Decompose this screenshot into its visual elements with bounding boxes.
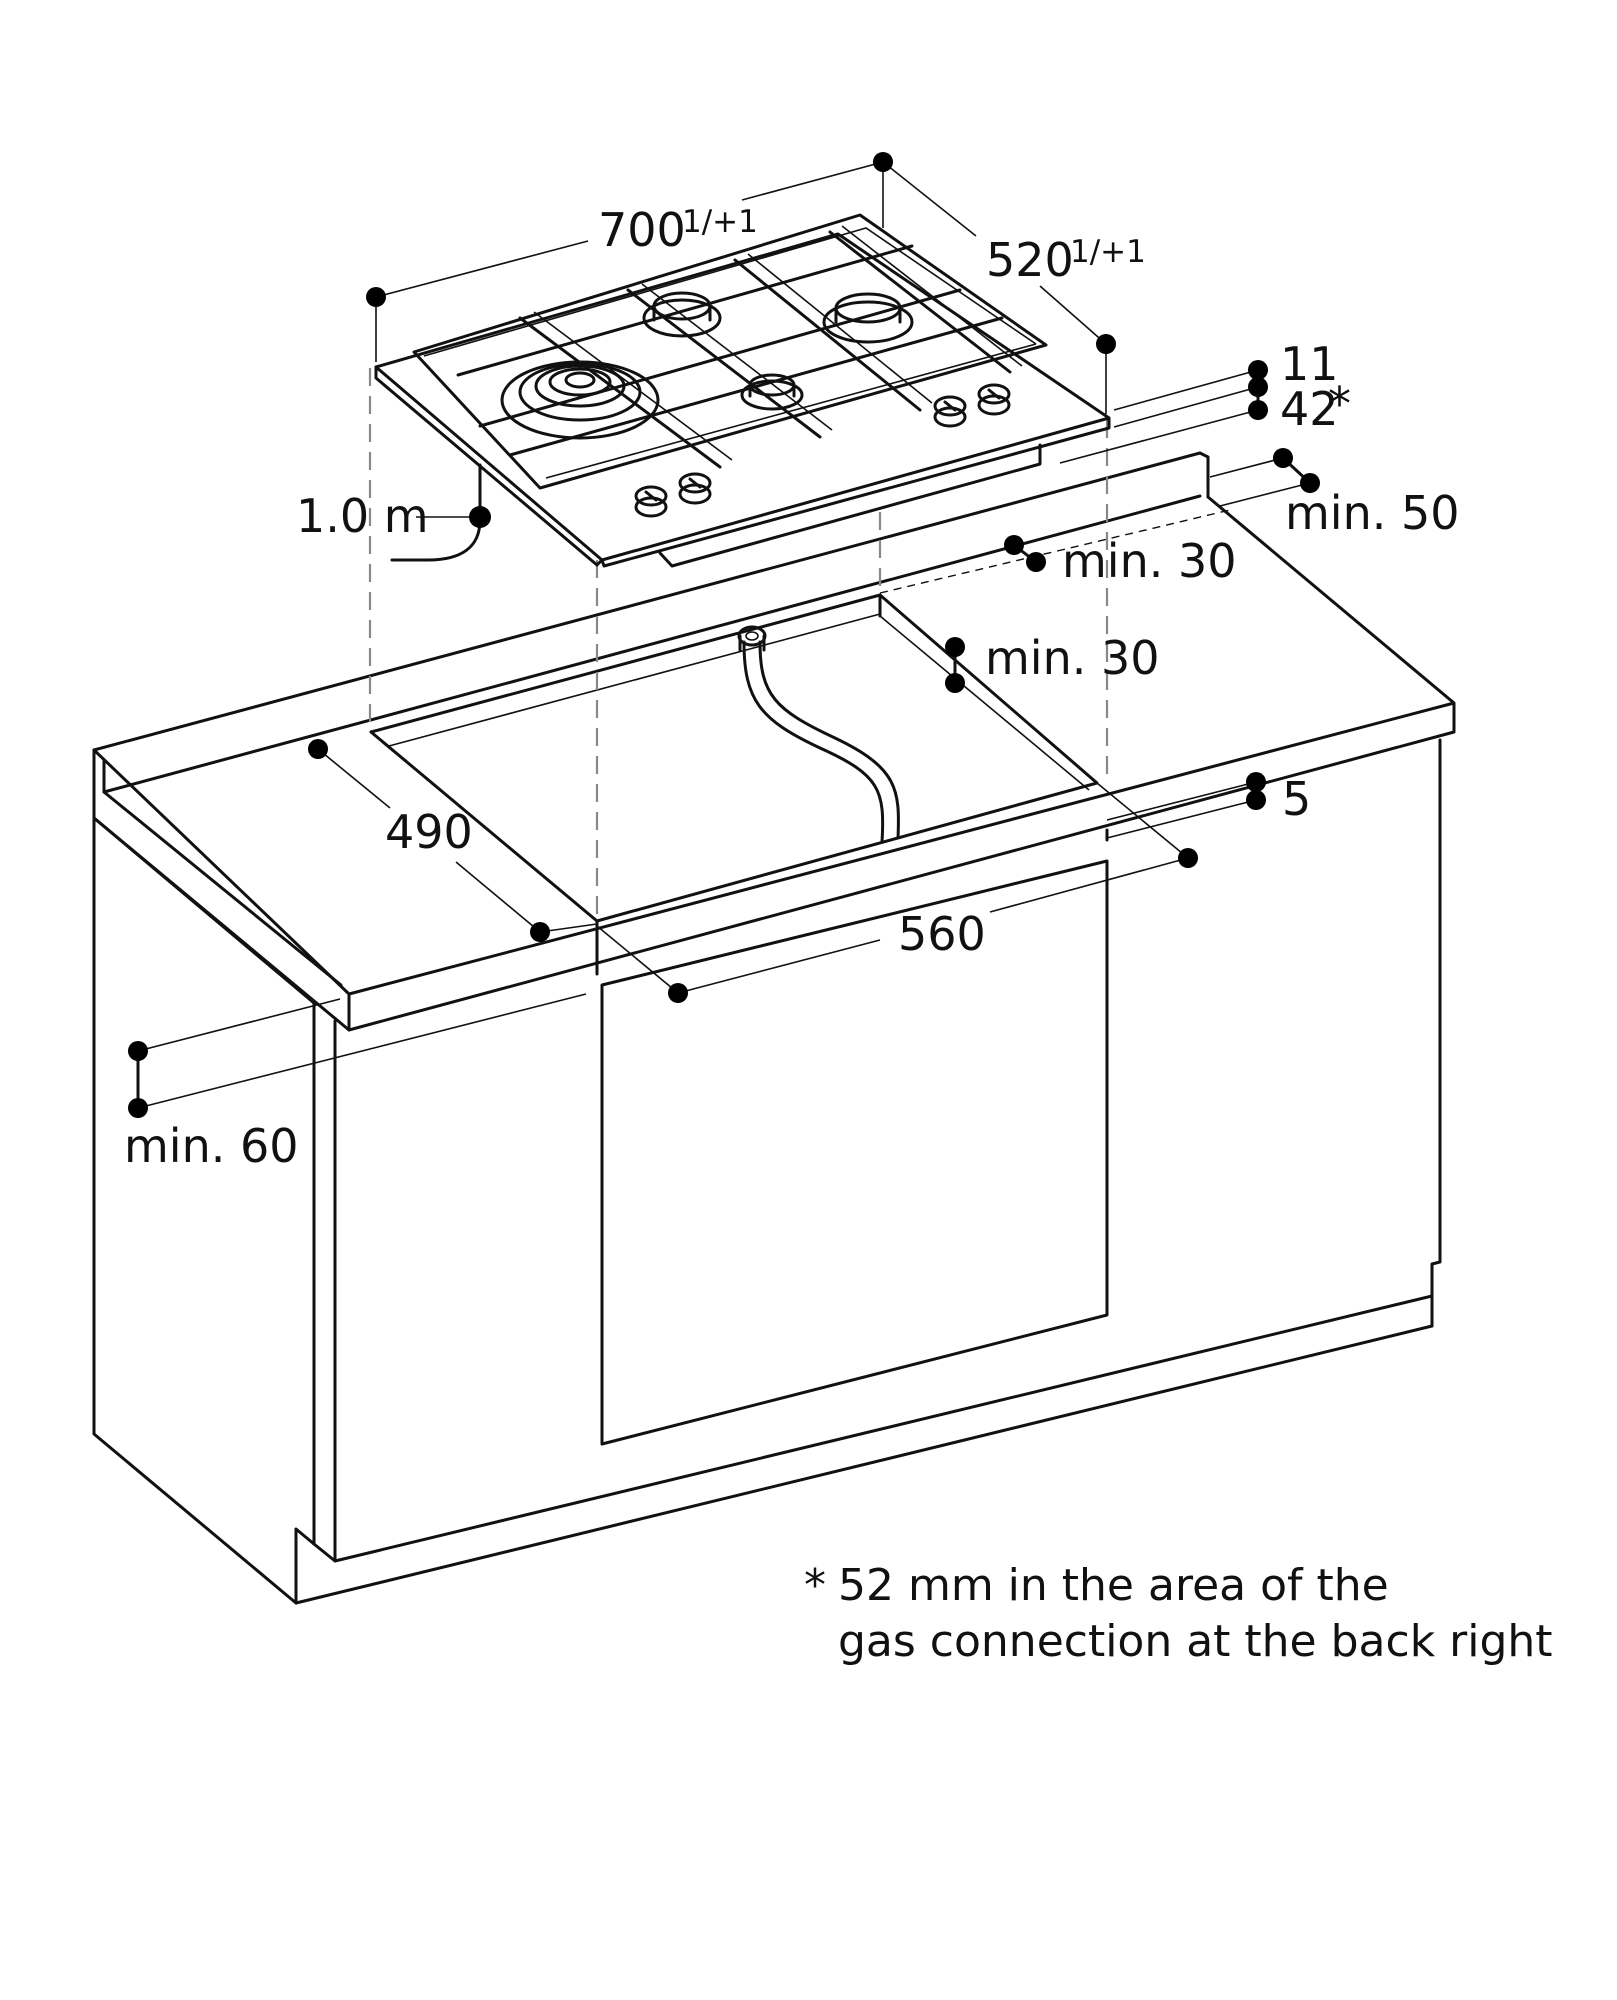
gas-hob (374, 213, 1111, 568)
footnote-line-2: gas connection at the back right (838, 1616, 1553, 1667)
width-label: 700 (598, 203, 686, 257)
dimension-lines (136, 161, 1312, 1110)
burner-rear-left (642, 291, 722, 338)
footnote: * 52 mm in the area of the gas connectio… (804, 1560, 1553, 1667)
cutout-depth-label: 490 (385, 805, 473, 859)
width-tolerance: 1/+1 (682, 204, 758, 240)
top-thickness-label: 11 (1280, 337, 1339, 391)
gas-hose (737, 625, 900, 844)
cable-length-label: 1.0 m (296, 489, 429, 543)
footnote-line-1: 52 mm in the area of the (838, 1560, 1389, 1611)
depth-tolerance: 1/+1 (1070, 234, 1146, 270)
pan-support (412, 213, 1048, 490)
front-gap-label: 5 (1282, 772, 1311, 826)
wok-burner (500, 360, 660, 440)
min-cutout-side-label: min. 30 (985, 631, 1160, 685)
dimension-dots (128, 152, 1320, 1118)
projection-lines (368, 368, 1231, 921)
dimension-labels: 700 1/+1 520 1/+1 11 42 * 1.0 m min. 50 … (124, 203, 1460, 1173)
min-rear-edge-label: min. 30 (1062, 534, 1237, 588)
min-front-edge-label: min. 60 (124, 1119, 299, 1173)
bottom-height-label: 42 (1280, 382, 1339, 436)
worktop (92, 451, 1456, 1032)
control-knobs (634, 383, 1011, 518)
cabinet (92, 738, 1442, 1605)
bottom-height-marker: * (1328, 377, 1351, 431)
depth-label: 520 (986, 233, 1074, 287)
burner-front-middle (740, 373, 804, 411)
burner-rear-right (822, 292, 914, 344)
footnote-marker: * (804, 1560, 826, 1611)
min-back-wall-label: min. 50 (1285, 486, 1460, 540)
cutout-width-label: 560 (898, 907, 986, 961)
